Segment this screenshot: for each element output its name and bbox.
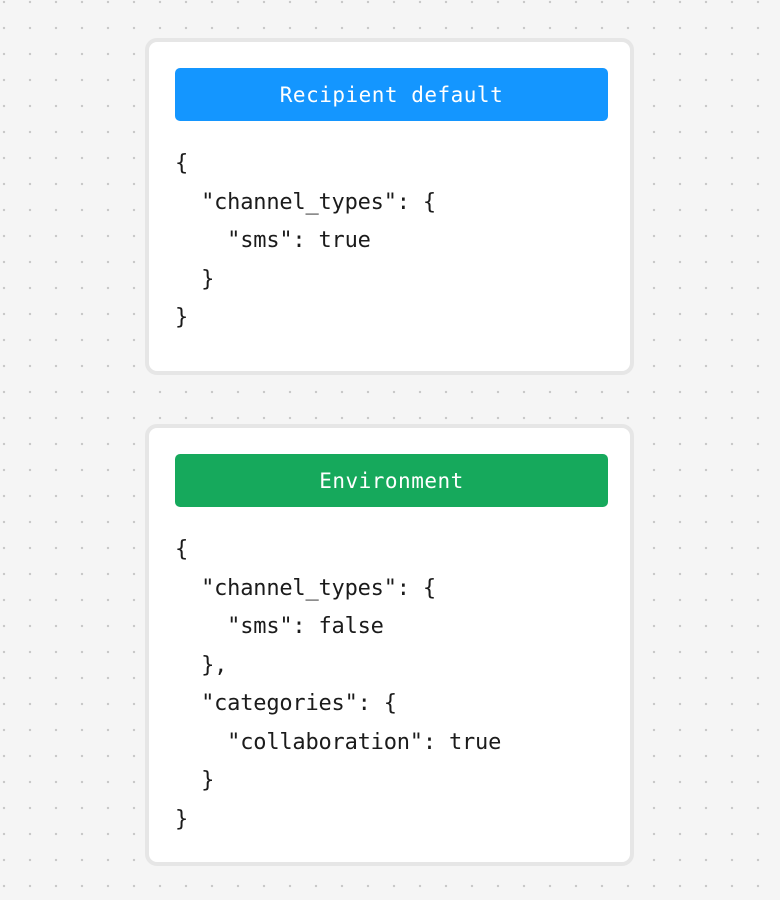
card-body: Recipient default { "channel_types": { "… xyxy=(149,42,630,356)
card-environment: Environment { "channel_types": { "sms": … xyxy=(145,424,634,866)
code-block-recipient-default: { "channel_types": { "sms": true } } xyxy=(175,151,436,330)
card-body: Environment { "channel_types": { "sms": … xyxy=(149,428,630,857)
card-header-environment: Environment xyxy=(175,454,608,507)
card-recipient-default: Recipient default { "channel_types": { "… xyxy=(145,38,634,375)
code-block-environment: { "channel_types": { "sms": false }, "ca… xyxy=(175,537,502,832)
card-header-recipient-default: Recipient default xyxy=(175,68,608,121)
